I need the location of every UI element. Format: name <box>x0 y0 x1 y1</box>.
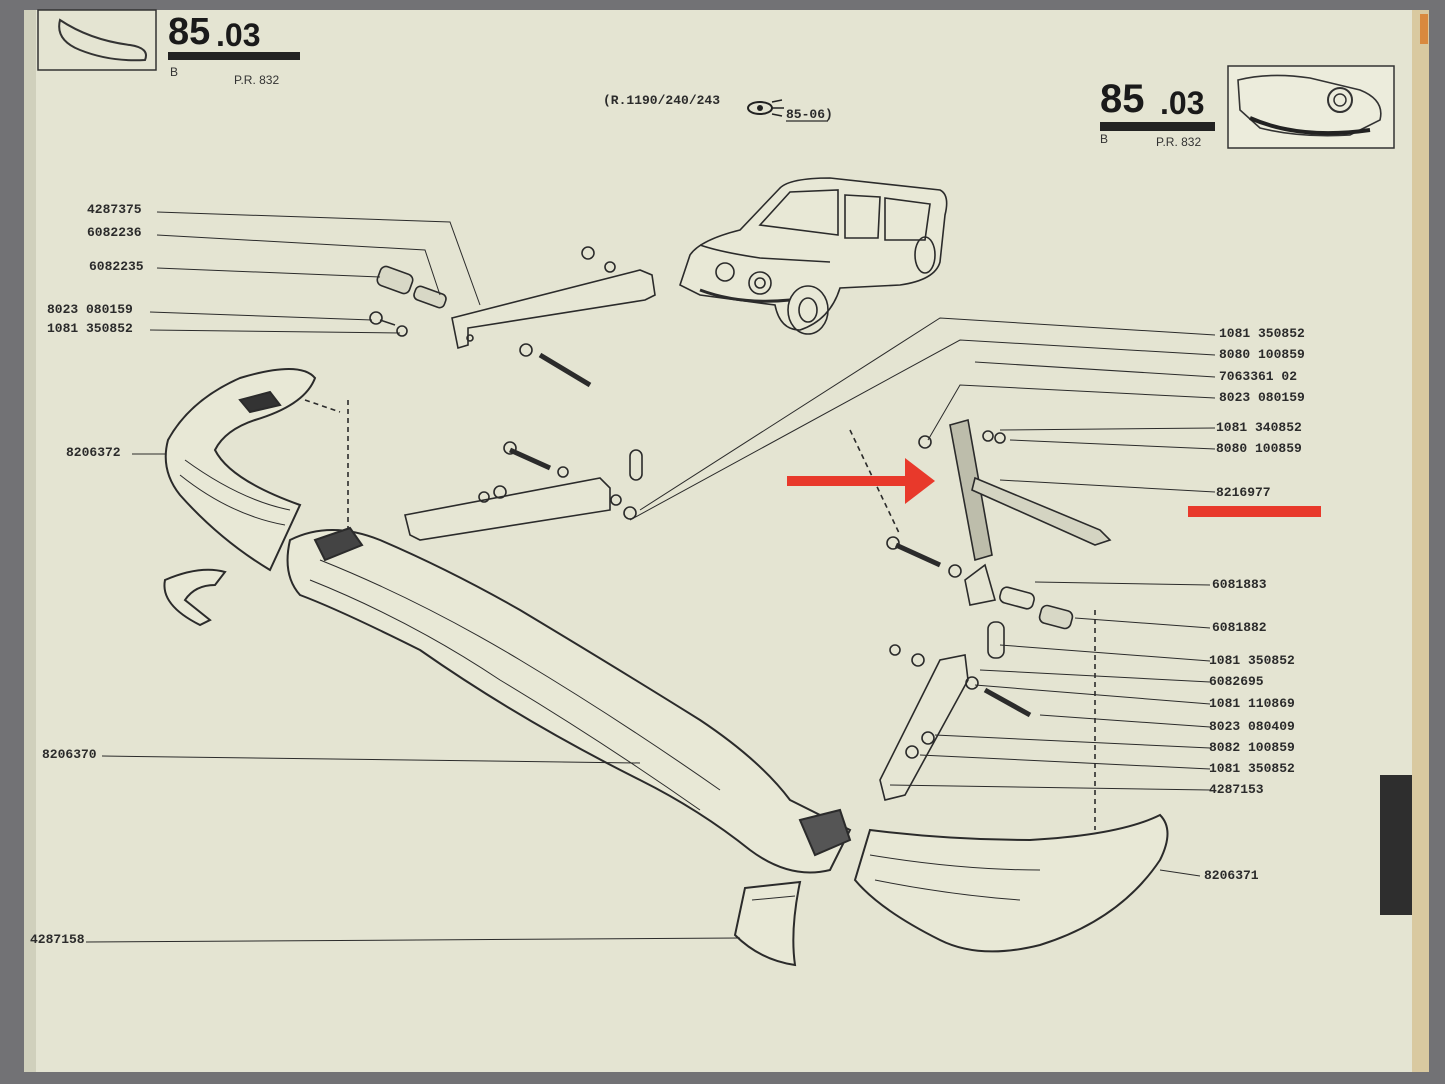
leader-lines-left <box>85 211 741 943</box>
part-number-label: 1081 340852 <box>1216 420 1302 435</box>
part-number-label: 7063361 02 <box>1219 369 1297 384</box>
bumper-end-cap-center <box>733 880 802 967</box>
part-number-label: 6081882 <box>1212 620 1267 635</box>
part-number-label: 1081 110869 <box>1209 696 1295 711</box>
part-number-label: 6082235 <box>89 259 144 274</box>
leader-lines-right <box>629 317 1216 877</box>
section-sub-number: .03 <box>1160 85 1204 121</box>
prev-section-sub: .03 <box>216 17 260 53</box>
section-number: 85 <box>1100 77 1145 121</box>
part-number-label: 8023 080159 <box>1219 390 1305 405</box>
right-bracket-assembly <box>849 418 1112 830</box>
model-reference-header: (R.1190/240/243 85-06) <box>603 93 833 122</box>
prev-variant-letter: B <box>170 65 178 79</box>
page-number-block: 85 .03 B P.R. 832 <box>1100 77 1215 149</box>
part-number-label: 6082695 <box>1209 674 1264 689</box>
part-number-label: 4287153 <box>1209 782 1264 797</box>
part-number-label: 4287375 <box>87 202 142 217</box>
part-number-label: 8206370 <box>42 747 97 762</box>
bumper-end-cap-left <box>163 568 227 627</box>
part-number-label: 8023 080159 <box>47 302 133 317</box>
part-number-label: 1081 350852 <box>47 321 133 336</box>
left-part-labels: 4287375 6082236 6082235 8023 080159 1081… <box>30 202 144 947</box>
part-number-label: 8206371 <box>1204 868 1259 883</box>
upper-bracket-assembly <box>369 246 656 388</box>
part-number-label: 8206372 <box>66 445 121 460</box>
part-number-label: 1081 350852 <box>1209 761 1295 776</box>
right-part-labels: 1081 350852 8080 100859 7063361 02 8023 … <box>1204 326 1305 883</box>
bumper-corner-left <box>164 368 317 572</box>
section-bar <box>1100 122 1215 131</box>
see-reference: 85-06) <box>786 107 833 122</box>
red-arrow-icon <box>787 458 935 504</box>
prev-pr-code: P.R. 832 <box>234 73 279 87</box>
pr-code: P.R. 832 <box>1156 135 1201 149</box>
part-number-label: 6081883 <box>1212 577 1267 592</box>
part-number-label: 8080 100859 <box>1216 441 1302 456</box>
part-number-label: 1081 350852 <box>1209 653 1295 668</box>
prev-section-number: 85 <box>168 11 210 53</box>
part-number-label: 8023 080409 <box>1209 719 1295 734</box>
highlighted-part-label: 8216977 <box>1216 485 1271 500</box>
bumper-center <box>286 526 852 874</box>
middle-bracket-assembly <box>304 399 643 560</box>
part-number-label: 8080 100859 <box>1219 347 1305 362</box>
part-number-label: 6082236 <box>87 225 142 240</box>
previous-page-corner: 85 .03 B P.R. 832 <box>37 9 300 87</box>
car-illustration <box>679 177 948 335</box>
part-number-label: 1081 350852 <box>1219 326 1305 341</box>
models-note: (R.1190/240/243 <box>603 93 720 108</box>
car-front-thumbnail <box>1227 65 1395 149</box>
eye-icon <box>747 99 784 117</box>
red-underline-icon <box>1188 506 1321 517</box>
part-number-label: 8082 100859 <box>1209 740 1295 755</box>
part-number-label: 4287158 <box>30 932 85 947</box>
index-tab-marker <box>1380 775 1412 915</box>
variant-letter: B <box>1100 132 1108 146</box>
bumper-corner-right <box>853 813 1169 953</box>
